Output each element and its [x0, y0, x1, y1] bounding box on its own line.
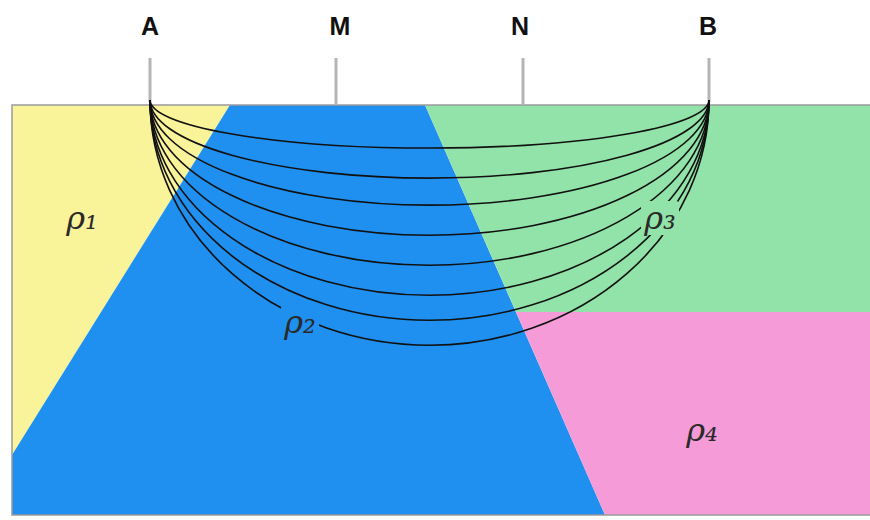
layer-3 [425, 105, 870, 312]
electrode-label: A [141, 14, 159, 39]
resistivity-label: ρ₄ [683, 413, 721, 447]
electrode-m [335, 58, 338, 104]
current-line [150, 100, 709, 178]
electrode-label: N [511, 14, 529, 39]
electrode-label: B [699, 14, 717, 39]
current-line [150, 100, 709, 235]
current-line [150, 100, 709, 265]
section-border [12, 105, 870, 515]
current-line [150, 100, 709, 320]
layer-4 [516, 312, 870, 515]
electrode-n [522, 58, 525, 104]
electrode-b [708, 58, 711, 102]
resistivity-label: ρ₁ [63, 201, 101, 235]
resistivity-label: ρ₃ [641, 201, 679, 235]
resistivity-label: ρ₂ [281, 305, 319, 339]
electrodes [150, 58, 709, 104]
current-line [150, 100, 709, 345]
current-line [150, 100, 709, 295]
electrode-a [149, 58, 152, 102]
current-lines [150, 100, 709, 345]
current-line [150, 100, 709, 148]
current-line [150, 100, 709, 205]
electrode-label: M [330, 14, 351, 39]
